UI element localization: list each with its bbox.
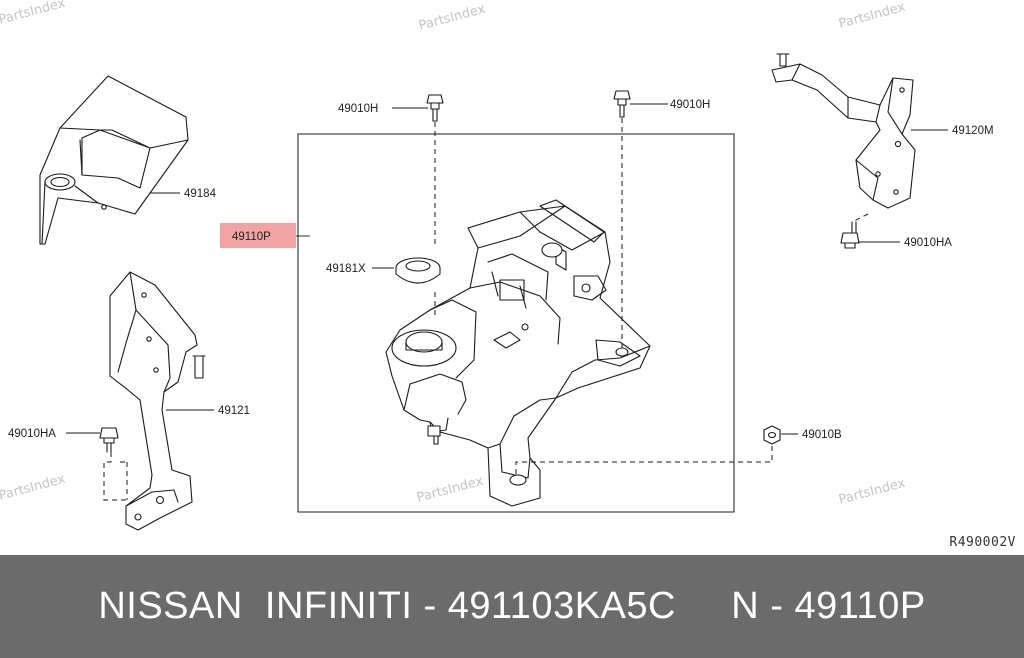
bolt-right [840,221,860,249]
bolt-top-right [613,90,631,118]
cover-part [39,75,189,245]
callout-bolt-top-right: 49010H [670,99,710,111]
nut-part [763,425,781,445]
cap-part [395,257,441,284]
watermark: PartsIndex [415,474,485,506]
left-bracket-part [109,271,206,531]
callout-nut: 49010B [802,429,842,441]
bolt-top-left [426,94,444,122]
watermark: PartsIndex [0,472,67,504]
leader-lines [66,103,948,435]
watermark: PartsIndex [837,476,907,508]
assembly-frame [297,133,735,513]
footer-bar: NISSAN INFINITI - 491103KA5C N - 49110P [0,555,1024,658]
callout-cap: 49181X [326,263,366,275]
callout-labels: 49010H 49010H 49110P 49181X 49184 49120M… [8,99,994,441]
assembly-guide-lines [103,118,869,501]
main-assembly-part [385,199,651,507]
callout-bolt-left: 49010HA [8,428,56,440]
callout-bolt-right: 49010HA [904,237,952,249]
part-number-text: NISSAN INFINITI - 491103KA5C N - 49110P [98,585,926,627]
callout-main-assembly: 49110P [232,231,271,243]
watermark: PartsIndex [837,0,907,32]
bolt-left [99,427,119,453]
parts-diagram: PartsIndex PartsIndex PartsIndex PartsIn… [0,0,1016,550]
watermark: PartsIndex [417,2,487,34]
reference-code: R490002V [949,535,1016,550]
watermark: PartsIndex [0,0,67,28]
callout-bracket-left: 49121 [218,405,250,417]
callout-cover: 49184 [184,188,217,200]
right-bracket-part [771,53,916,209]
main-part-highlight [220,223,296,248]
callout-bolt-top-left: 49010H [338,103,378,115]
callout-bracket-right: 49120M [952,125,994,137]
